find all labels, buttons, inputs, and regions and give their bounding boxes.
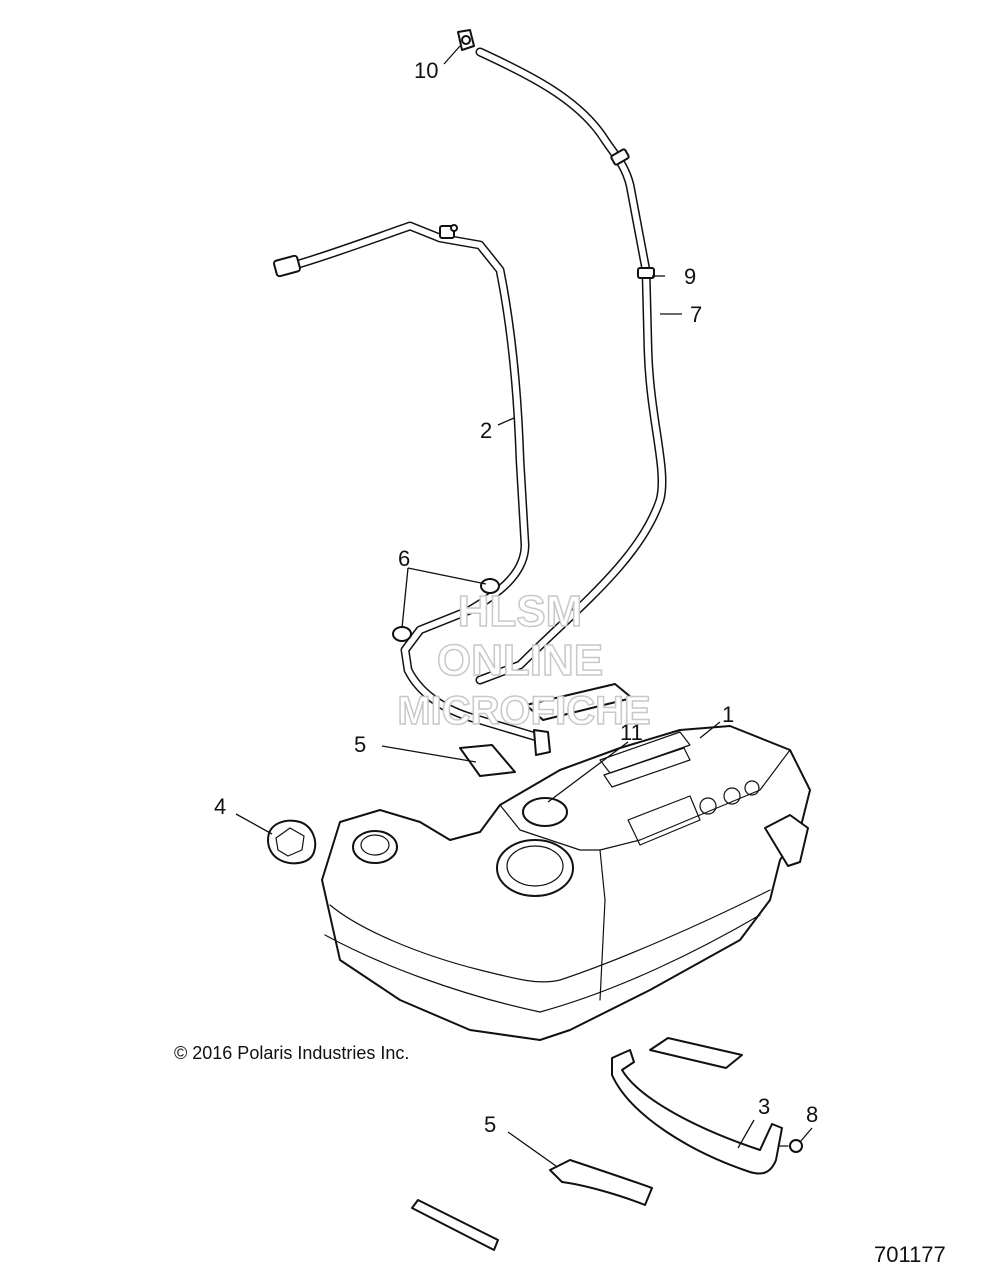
- fuel-hose-2: [287, 221, 545, 743]
- callout-4: 4: [214, 794, 226, 819]
- clamp-upper: [610, 148, 630, 166]
- pad-5-lower: [549, 1159, 653, 1206]
- callout-2: 2: [480, 418, 492, 443]
- fuel-cap-4: [267, 819, 317, 865]
- bolt-8: [779, 1139, 803, 1153]
- clamp-6-lower: [392, 626, 412, 642]
- elbow-fitting-11: [533, 729, 551, 756]
- pad-lower-flat: [649, 1037, 743, 1069]
- callout-1: 1: [722, 702, 734, 727]
- pad-bottom-strip: [411, 1199, 499, 1251]
- pad-upper-flat: [525, 683, 633, 721]
- fuel-tank-1: [321, 725, 811, 1041]
- callout-6: 6: [398, 546, 410, 571]
- callout-5-lower: 5: [484, 1112, 496, 1137]
- clamp-hose-2-upper: [439, 224, 458, 239]
- document-number: 701177: [874, 1242, 946, 1267]
- callout-3: 3: [758, 1094, 770, 1119]
- copyright-text: © 2016 Polaris Industries Inc.: [174, 1043, 409, 1063]
- leader-lines: [235, 45, 813, 1167]
- pad-5-upper: [459, 744, 516, 777]
- clamp-9: [637, 267, 655, 279]
- callout-8: 8: [806, 1102, 818, 1127]
- watermark-line-2: ONLINE: [437, 636, 603, 685]
- callout-7: 7: [690, 302, 702, 327]
- clamp-10: [457, 29, 475, 51]
- callout-11: 11: [620, 720, 643, 745]
- callout-10: 10: [414, 58, 438, 83]
- clamp-6-upper: [480, 578, 500, 594]
- vent-hose-7: [475, 47, 667, 685]
- callout-9: 9: [684, 264, 696, 289]
- watermark-line-1: HLSM: [458, 587, 583, 636]
- strap-3: [611, 1049, 783, 1175]
- watermark-line-3: MICROFICHE: [397, 689, 650, 733]
- callout-5-upper: 5: [354, 732, 366, 757]
- hose-end-fitting: [273, 254, 301, 278]
